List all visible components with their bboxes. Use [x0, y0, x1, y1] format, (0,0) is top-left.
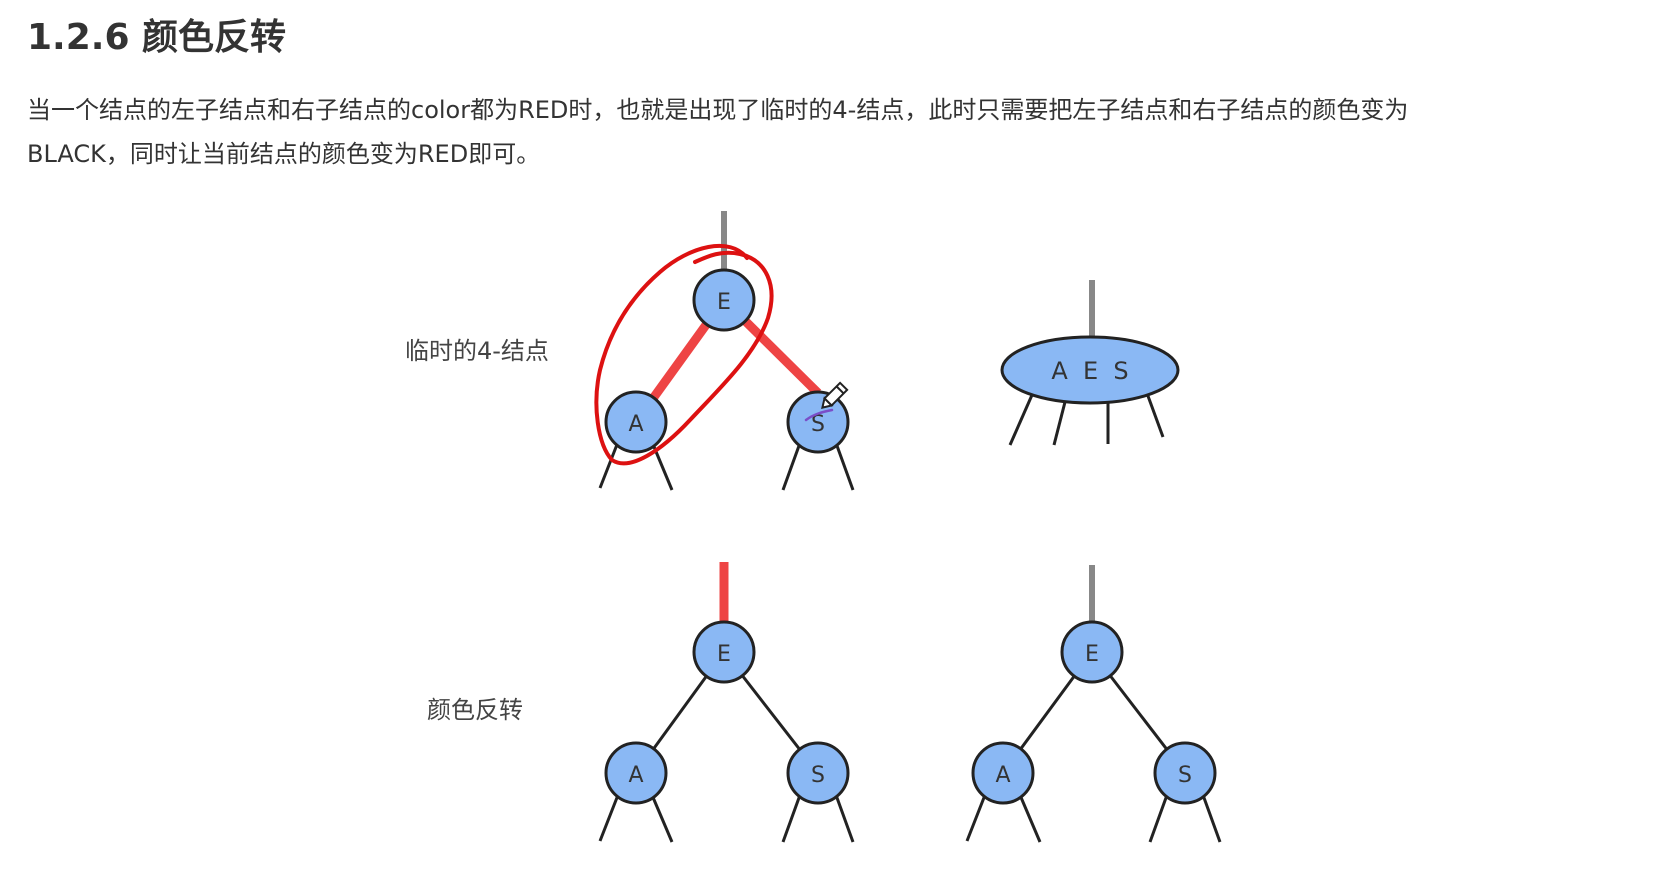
node-a-right-child-link — [650, 794, 674, 843]
node-s-left-child-link — [781, 794, 802, 843]
node-s-right-child-link — [834, 794, 855, 843]
four-node-child-link-1 — [1008, 394, 1034, 446]
row1-left-tree: E A S — [594, 211, 855, 491]
row1-right-4-node: A E S — [1000, 280, 1180, 446]
row2-left-tree: E A S — [598, 562, 855, 843]
tree-node-e-label: E — [1085, 642, 1099, 667]
tree-node-s — [1153, 741, 1217, 805]
tree-node-a-label: A — [995, 763, 1010, 788]
node-a-right-child-link — [1018, 794, 1042, 843]
pencil-cursor-icon — [821, 381, 849, 409]
tree-node-s — [786, 741, 850, 805]
tree-node-s — [786, 390, 850, 454]
tree-node-e — [1060, 620, 1124, 684]
node-a-left-child-link — [965, 794, 987, 842]
tree-node-e — [692, 620, 756, 684]
row2-label: 颜色反转 — [427, 696, 523, 724]
tree-node-a-label: A — [628, 763, 643, 788]
four-node-keys: A E S — [1051, 357, 1128, 385]
section-heading: 1.2.6 颜色反转 — [27, 17, 287, 58]
tree-node-a — [604, 741, 668, 805]
node-a-left-child-link — [598, 441, 620, 489]
row1-label: 临时的4-结点 — [405, 337, 549, 365]
tree-node-a — [971, 741, 1035, 805]
tree-node-s-label: S — [1178, 763, 1192, 788]
node-s-left-child-link — [1148, 794, 1169, 843]
annotation-scribble — [804, 408, 834, 422]
tree-node-e-label: E — [717, 642, 731, 667]
node-s-right-child-link — [1201, 794, 1222, 843]
tree-node-a-label: A — [628, 412, 643, 437]
description-line-2: BLACK，同时让当前结点的颜色变为RED即可。 — [27, 140, 541, 168]
row2-right-tree: E A S — [965, 565, 1222, 843]
tree-node-s-label: S — [811, 763, 825, 788]
tree-node-a — [604, 390, 668, 454]
four-node — [1000, 335, 1180, 405]
tree-node-s-label: S — [811, 412, 825, 437]
description-line-1: 当一个结点的左子结点和右子结点的color都为RED时，也就是出现了临时的4-结… — [27, 96, 1409, 124]
annotation-circle — [594, 243, 774, 466]
node-s-left-child-link — [781, 442, 802, 491]
node-s-right-child-link — [834, 442, 855, 491]
tree-node-e — [692, 268, 756, 332]
description-paragraph: 当一个结点的左子结点和右子结点的color都为RED时，也就是出现了临时的4-结… — [27, 88, 1627, 176]
node-a-left-child-link — [598, 794, 620, 842]
four-node-child-link-4 — [1146, 395, 1165, 438]
four-node-child-link-2 — [1052, 401, 1067, 446]
tree-node-e-label: E — [717, 290, 731, 315]
